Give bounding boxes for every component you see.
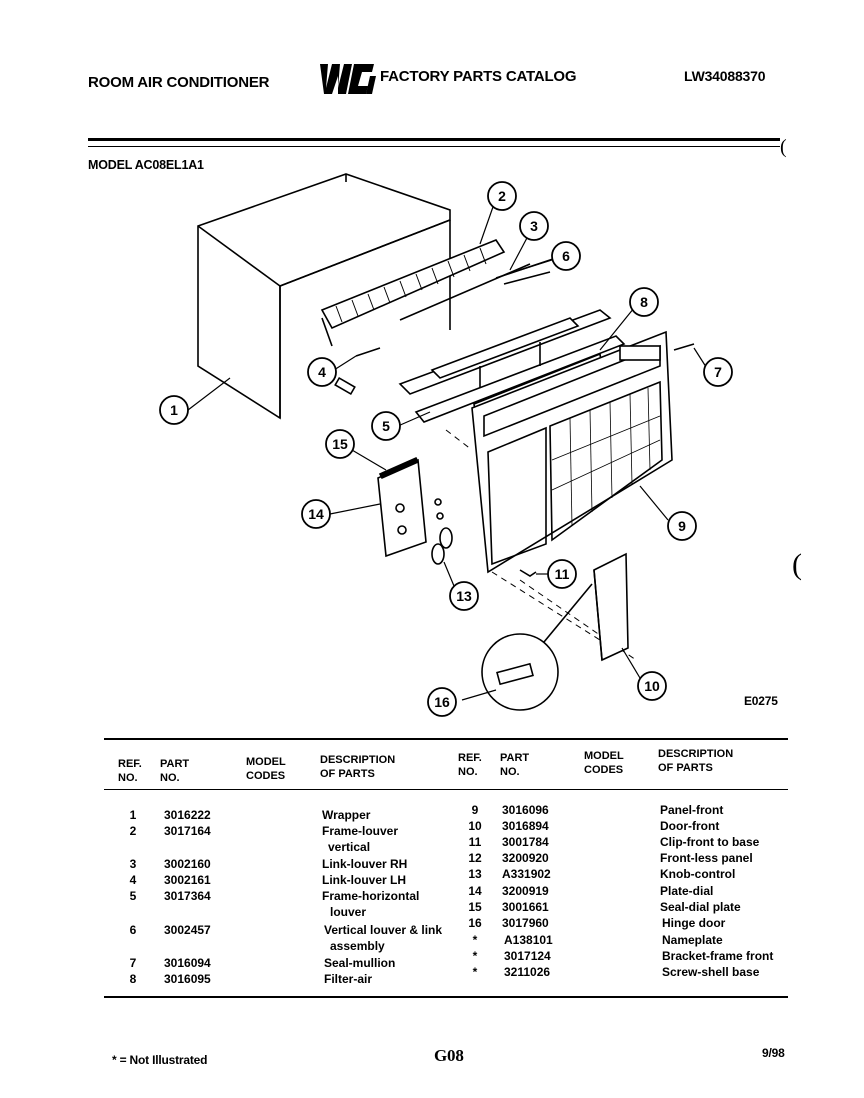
callout-16: 16 xyxy=(427,687,457,717)
svg-text:7: 7 xyxy=(714,364,722,380)
revision-date: 9/98 xyxy=(762,1046,785,1060)
callout-11: 11 xyxy=(547,559,577,589)
louver-frame-part xyxy=(320,239,506,347)
header-rule xyxy=(88,138,780,141)
svg-text:8: 8 xyxy=(640,294,648,310)
svg-text:3: 3 xyxy=(530,218,538,234)
control-knob-part xyxy=(431,527,453,565)
diagram-code: E0275 xyxy=(744,694,778,708)
table-rule-top xyxy=(104,738,788,740)
clip-front-to-base xyxy=(519,569,537,577)
front-panel-part xyxy=(471,330,673,574)
header-rule-thin xyxy=(88,146,780,147)
callout-14: 14 xyxy=(301,499,331,529)
catalog-number: LW34088370 xyxy=(684,68,766,84)
svg-text:15: 15 xyxy=(332,436,348,452)
link-louver-lh xyxy=(334,347,381,396)
svg-text:14: 14 xyxy=(308,506,324,522)
col-header-ref: REF.NO. xyxy=(118,758,142,784)
callout-2: 2 xyxy=(487,181,517,211)
table-rule-bottom xyxy=(104,996,788,998)
callout-8: 8 xyxy=(629,287,659,317)
page-number: G08 xyxy=(434,1046,464,1065)
margin-mark: ( xyxy=(792,548,802,581)
svg-text:4: 4 xyxy=(318,364,326,380)
front-door-part xyxy=(593,552,629,662)
callout-10: 10 xyxy=(637,671,667,701)
model-label: MODEL AC08EL1A1 xyxy=(88,158,204,172)
margin-mark: ( xyxy=(780,136,787,158)
callout-15: 15 xyxy=(325,429,355,459)
table-row: vertical xyxy=(328,840,371,854)
svg-text:13: 13 xyxy=(456,588,472,604)
callout-4: 4 xyxy=(307,357,337,387)
exploded-parts-diagram: 1 2 3 4 5 6 7 8 9 10 11 13 14 15 16 xyxy=(159,173,733,717)
callout-7: 7 xyxy=(703,357,733,387)
callout-5: 5 xyxy=(371,411,401,441)
catalog-title: FACTORY PARTS CATALOG xyxy=(380,68,577,85)
table-rule-header xyxy=(104,789,788,790)
col-header-ref-right: REF.NO. xyxy=(458,752,482,778)
svg-text:9: 9 xyxy=(678,518,686,534)
svg-text:6: 6 xyxy=(562,248,570,264)
callout-1: 1 xyxy=(159,395,189,425)
dial-plate-part xyxy=(377,456,444,558)
wci-logo xyxy=(320,64,376,94)
callout-6: 6 xyxy=(551,241,581,271)
svg-text:2: 2 xyxy=(498,188,506,204)
horizontal-louver-frame xyxy=(398,309,626,423)
callout-3: 3 xyxy=(519,211,549,241)
hinge-door-detail xyxy=(481,583,593,711)
svg-text:5: 5 xyxy=(382,418,390,434)
table-row: assembly xyxy=(330,939,385,953)
svg-text:16: 16 xyxy=(434,694,450,710)
svg-text:1: 1 xyxy=(170,402,178,418)
callout-13: 13 xyxy=(449,581,479,611)
svg-text:11: 11 xyxy=(555,566,570,582)
seal-mullion xyxy=(673,343,695,351)
catalog-category-title: ROOM AIR CONDITIONER xyxy=(88,74,270,91)
table-row: louver xyxy=(330,905,367,919)
wrapper-part xyxy=(197,173,451,420)
callout-9: 9 xyxy=(667,511,697,541)
svg-text:10: 10 xyxy=(644,678,660,694)
footer-note: * = Not Illustrated xyxy=(112,1053,208,1067)
